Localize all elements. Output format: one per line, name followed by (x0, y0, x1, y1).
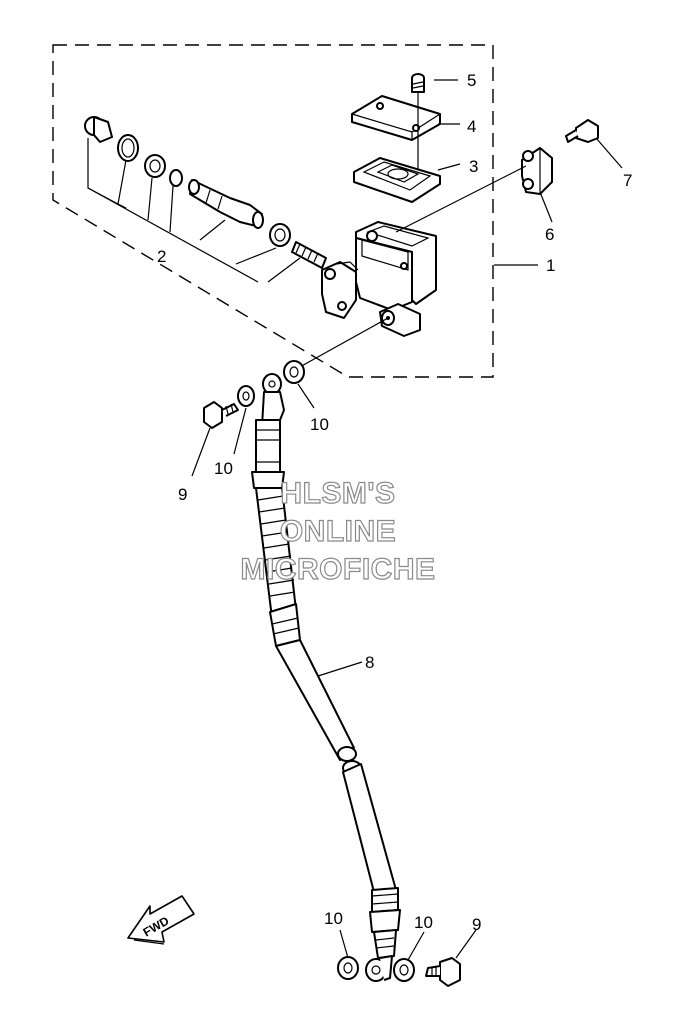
callout-2: 2 (157, 247, 166, 266)
callout-10-upper-left: 10 (214, 459, 233, 478)
union-bolt-upper (203, 401, 239, 429)
callout-9-lower: 9 (472, 915, 481, 934)
holder-bracket (521, 147, 553, 195)
watermark-line-3: MICROFICHE (241, 553, 436, 586)
callout-8: 8 (365, 653, 374, 672)
brake-hose (251, 373, 401, 982)
callout-10-upper-right: 10 (310, 415, 329, 434)
callout-4: 4 (467, 117, 476, 136)
holder-bolt (565, 119, 599, 143)
callout-7: 7 (623, 171, 632, 190)
callout-5: 5 (467, 71, 476, 90)
watermark-line-2: ONLINE (280, 515, 396, 548)
callout-1: 1 (546, 256, 555, 275)
washer-upper-right (283, 360, 305, 384)
master-cylinder-body (321, 221, 437, 337)
washer-lower-left (337, 956, 359, 980)
callout-10-lower-right: 10 (414, 913, 433, 932)
assembly-boundary (52, 44, 494, 378)
callout-10-lower-left: 10 (324, 909, 343, 928)
cap-screw (411, 73, 425, 93)
fwd-arrow-icon: FWD (127, 895, 195, 945)
union-bolt-lower (425, 957, 461, 987)
reservoir-cap (351, 95, 441, 141)
diaphragm (353, 157, 441, 203)
callout-3: 3 (469, 157, 478, 176)
callout-6: 6 (545, 225, 554, 244)
washer-lower-right (393, 958, 415, 982)
watermark-line-1: HLSM'S (280, 477, 395, 510)
piston-kit (84, 116, 327, 283)
washer-upper-left (237, 385, 255, 407)
callout-9-upper: 9 (178, 485, 187, 504)
